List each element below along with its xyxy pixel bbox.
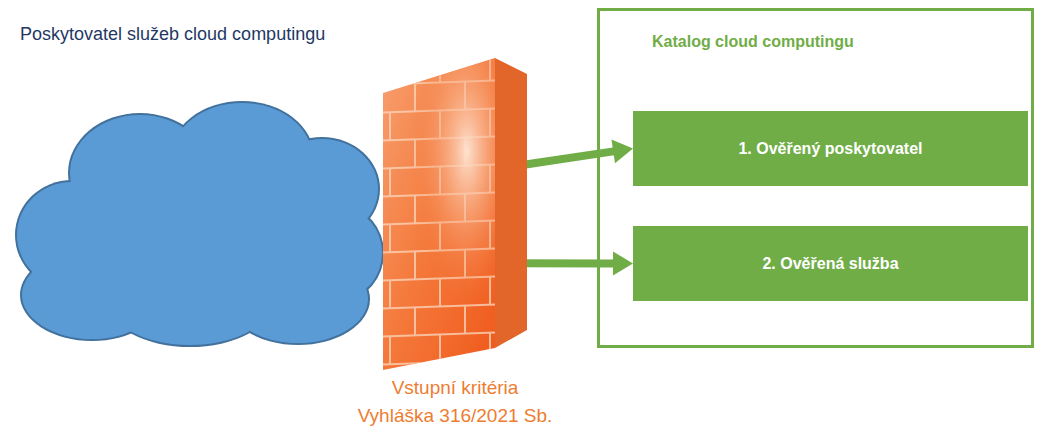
cloud-shape [10,85,388,354]
verified-provider-box: 1. Ověřený poskytovatel [633,111,1028,186]
arrow-head [611,140,633,164]
node-label: Vyhláška 316/2021 Sb. [345,402,565,430]
node-label: 2. Ověřená služba [762,255,898,273]
verified-service-box: 2. Ověřená služba [633,226,1028,301]
node-label: Vstupní kritéria [345,374,565,402]
node-label: Poskytovatel služeb cloud computingu [20,24,325,45]
node-label: 1. Ověřený poskytovatel [738,140,922,158]
brick-wall [345,48,565,377]
node-label: Katalog cloud computingu [652,33,854,51]
criteria-label-group: Vstupní kritériaVyhláška 316/2021 Sb. [345,374,565,430]
cloud-provider: Poskytovatel služeb cloud computingu [10,10,388,350]
arrow-head [613,251,633,275]
catalog-box: Katalog cloud computingu 1. Ověřený posky… [597,8,1034,348]
firewall-criteria: Vstupní kritériaVyhláška 316/2021 Sb. [345,48,565,433]
